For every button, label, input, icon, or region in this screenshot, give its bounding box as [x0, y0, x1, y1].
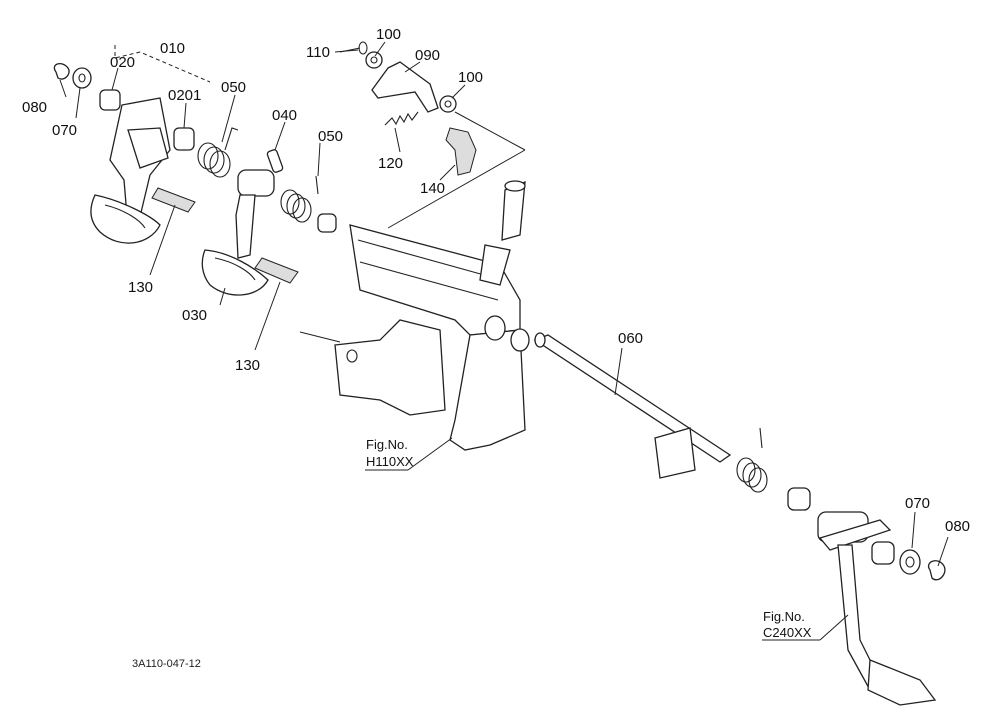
spring-050-right — [736, 427, 768, 493]
ref-h110-label: Fig.No. — [366, 437, 408, 452]
lever-090 — [371, 61, 439, 113]
bushing-right — [871, 541, 895, 565]
latch-140 — [445, 127, 477, 176]
main-frame-bracket — [299, 180, 530, 451]
clip-080-right — [927, 560, 946, 581]
callout-080-right: 080 — [945, 518, 970, 535]
callout-110: 110 — [306, 44, 330, 61]
washer-070-right — [899, 549, 921, 575]
pin-040 — [266, 149, 284, 173]
spring-120 — [384, 111, 419, 126]
washer-100-top — [365, 51, 383, 69]
pedal-pad-130-left — [151, 187, 196, 213]
callout-030: 030 — [182, 307, 207, 324]
drawing-code: 3A110-047-12 — [132, 658, 201, 670]
callout-080-left: 080 — [22, 99, 47, 116]
callout-0201: 0201 — [168, 87, 201, 104]
callout-010: 010 — [160, 40, 185, 57]
clip-080-left — [53, 62, 70, 80]
callout-040: 040 — [272, 107, 297, 124]
split-pin-110 — [339, 41, 368, 55]
ref-c240-label: Fig.No. — [763, 609, 805, 624]
callout-020: 020 — [110, 54, 135, 71]
spring-050-left — [197, 127, 239, 178]
callout-120: 120 — [378, 155, 403, 172]
callout-060: 060 — [618, 330, 643, 347]
bushing-020 — [99, 89, 121, 111]
pedal-arm-010 — [90, 97, 171, 244]
pedal-arm-030 — [201, 169, 275, 296]
bushing-0201 — [173, 127, 195, 151]
leader-lines — [59, 41, 949, 641]
washer-070-left — [72, 67, 92, 89]
pedal-arm-right — [817, 511, 937, 706]
washer-100-right — [439, 95, 457, 113]
spring-050-mid — [280, 175, 319, 223]
callout-070-left: 070 — [52, 122, 77, 139]
collar-right — [787, 487, 811, 511]
callout-050-mid: 050 — [318, 128, 343, 145]
callout-130-left: 130 — [128, 279, 153, 296]
callout-090: 090 — [415, 47, 440, 64]
cross-shaft-060 — [533, 332, 732, 479]
callout-070-right: 070 — [905, 495, 930, 512]
pedal-pad-130-right — [254, 257, 299, 284]
callout-100-right: 100 — [458, 69, 483, 86]
callout-140: 140 — [420, 180, 445, 197]
callout-100-top: 100 — [376, 26, 401, 43]
collar — [317, 213, 337, 233]
callout-050-left: 050 — [221, 79, 246, 96]
ref-h110-number: H110XX — [366, 454, 414, 469]
callout-130-right: 130 — [235, 357, 260, 374]
ref-c240-number: C240XX — [763, 625, 812, 640]
